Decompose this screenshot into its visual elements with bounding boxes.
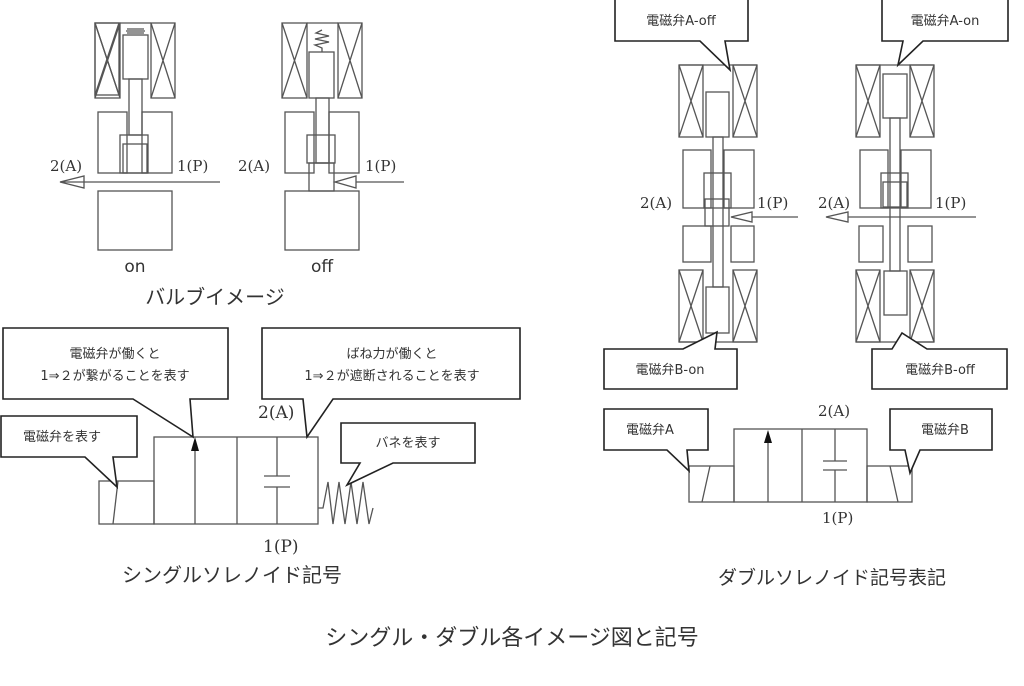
state-off-label: off [311, 257, 334, 277]
double-solenoid-symbol: 2(A) 1(P) 電磁弁A 電磁弁B [603, 402, 993, 527]
callout-energized [2, 327, 229, 439]
callout-a-on [881, 0, 1009, 68]
valve-image-title: バルブイメージ [145, 285, 285, 309]
callout-spring-force [261, 327, 521, 440]
plunger [308, 51, 335, 99]
callout-text: 電磁弁が働くと [69, 347, 160, 362]
flow-arrow-right-icon [332, 175, 357, 189]
valve-spool [704, 198, 730, 227]
port-a-label: 2(A) [50, 157, 82, 175]
solenoid-box [98, 480, 155, 525]
solenoid-b-box [866, 465, 913, 503]
callout-text: 1⇒２が遮断されることを表す [304, 368, 479, 384]
port-p-label: 1(P) [263, 537, 299, 557]
valve-seat-closed [308, 162, 335, 192]
callout-text: 電磁弁B [921, 423, 969, 438]
spring-extended [312, 29, 330, 52]
callout-b-off [871, 331, 1008, 390]
callout-b-on [603, 330, 738, 390]
port-a-label: 2(A) [238, 157, 270, 175]
solenoid-a-box [688, 465, 735, 503]
port-p-label: 1(P) [822, 509, 853, 527]
valve-seat-open [122, 143, 148, 174]
flow-arrow-left-icon [825, 211, 849, 223]
callout-solenoid-a [603, 408, 709, 474]
valve-spool [882, 181, 908, 208]
single-solenoid-symbol: 2(A) 1(P) 電磁弁が働くと 1⇒２が繋がることを表す ばね力が働くと 1… [0, 327, 521, 557]
callout-text: 電磁弁B-off [905, 363, 976, 378]
blocked-port-icon [264, 437, 290, 524]
callout-text: 電磁弁A-off [646, 14, 716, 29]
port-p-label: 1(P) [757, 194, 788, 212]
plunger [122, 34, 149, 80]
flow-arrow-up-icon [191, 437, 199, 451]
callout-text: 電磁弁A [626, 423, 674, 438]
callout-text: ばね力が働くと [346, 347, 437, 362]
double-solenoid-title: ダブルソレノイド記号表記 [718, 566, 946, 589]
flow-arrow-left-icon [59, 175, 85, 189]
spring-icon [318, 481, 374, 525]
blocked-port-icon [823, 429, 847, 502]
flow-arrow-up-icon [764, 430, 772, 443]
port-a-label: 2(A) [258, 403, 294, 423]
flow-arrow-right-icon [730, 211, 753, 223]
callout-text: 電磁弁を表す [23, 430, 101, 445]
callout-solenoid [0, 415, 138, 490]
callout-a-off [614, 0, 749, 73]
spring-compressed [126, 28, 145, 34]
callout-solenoid-b [889, 408, 993, 476]
port-p-label: 1(P) [935, 194, 966, 212]
double-image-right: 2(A) 1(P) 電磁弁A-on 電磁弁B-off [818, 0, 1009, 390]
valve-image-off: 2(A) 1(P) off [238, 22, 404, 277]
callout-text: 1⇒２が繋がることを表す [40, 368, 189, 384]
port-a-label: 2(A) [640, 194, 672, 212]
state-on-label: on [124, 257, 145, 277]
port-p-label: 1(P) [177, 157, 208, 175]
port-a-label: 2(A) [818, 402, 850, 420]
valve-image-on: 2(A) 1(P) on [50, 22, 220, 277]
callout-text: 電磁弁B-on [635, 363, 704, 378]
figure-caption: シングル・ダブル各イメージ図と記号 [325, 626, 699, 651]
port-p-label: 1(P) [365, 157, 396, 175]
callout-spring [340, 422, 476, 487]
port-a-label: 2(A) [818, 194, 850, 212]
callout-text: バネを表す [375, 436, 440, 451]
single-solenoid-title: シングルソレノイド記号 [122, 563, 342, 587]
callout-text: 電磁弁A-on [911, 14, 980, 29]
double-image-left: 2(A) 1(P) 電磁弁A-off 電磁弁B-on [603, 0, 798, 390]
